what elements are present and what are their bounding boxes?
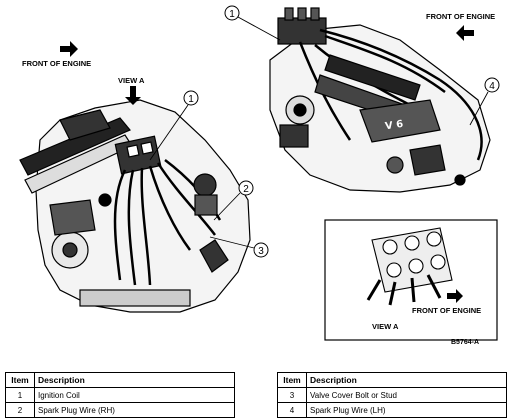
legend-table-right: Item Description 3 Valve Cover Bolt or S… — [277, 372, 507, 418]
view-a-arrow — [125, 86, 141, 105]
legend-item-number: 4 — [277, 402, 307, 418]
callout-4: 4 — [469, 77, 500, 126]
legend-header-item: Item — [5, 372, 35, 388]
legend-header-item: Item — [277, 372, 307, 388]
legend-item-description: Ignition Coil — [34, 387, 235, 403]
legend-header-row: Item Description — [5, 372, 235, 388]
front-of-engine-label-inset: FRONT OF ENGINE — [412, 306, 482, 315]
legend-item-description: Spark Plug Wire (LH) — [306, 402, 507, 418]
legend-row: 2 Spark Plug Wire (RH) — [5, 402, 235, 418]
right-engine-illustration: V 6 — [269, 7, 491, 193]
front-of-engine-label-right: FRONT OF ENGINE — [426, 12, 496, 21]
callout-label: 1 — [188, 94, 194, 105]
legend-row: 1 Ignition Coil — [5, 387, 235, 403]
legend-row: 3 Valve Cover Bolt or Stud — [277, 387, 507, 403]
legend-item-description: Spark Plug Wire (RH) — [34, 402, 235, 418]
figure-code: B5764-A — [451, 339, 480, 346]
callout-label: 4 — [489, 81, 495, 92]
callout-label: 1 — [229, 9, 235, 20]
callout-3: 3 — [209, 236, 269, 258]
callout-label: 3 — [258, 246, 264, 257]
legend-row: 4 Spark Plug Wire (LH) — [277, 402, 507, 418]
legend-item-number: 1 — [5, 387, 35, 403]
callout-2: 2 — [213, 180, 254, 221]
engine-diagram: V 6 1 1 2 — [19, 5, 500, 341]
callout-1-top: 1 — [224, 5, 281, 41]
legend-header-description: Description — [34, 372, 235, 388]
view-a-coil-pack — [366, 227, 453, 306]
legend-item-number: 2 — [5, 402, 35, 418]
legend-header-row: Item Description — [277, 372, 507, 388]
callout-label: 2 — [243, 184, 249, 195]
legend-item-number: 3 — [277, 387, 307, 403]
front-arrow-right — [456, 25, 474, 41]
front-of-engine-label-left: FRONT OF ENGINE — [22, 59, 92, 68]
callout-1-left: 1 — [149, 90, 199, 161]
front-arrow-left — [60, 41, 78, 57]
left-engine-illustration — [19, 99, 251, 313]
view-a-label-inset: VIEW A — [372, 322, 399, 331]
legend-table-left: Item Description 1 Ignition Coil 2 Spark… — [5, 372, 235, 418]
front-arrow-inset — [447, 289, 463, 303]
legend-header-description: Description — [306, 372, 507, 388]
legend-item-description: Valve Cover Bolt or Stud — [306, 387, 507, 403]
svg-text:V 6: V 6 — [384, 119, 404, 132]
view-a-label-top: VIEW A — [118, 76, 145, 85]
